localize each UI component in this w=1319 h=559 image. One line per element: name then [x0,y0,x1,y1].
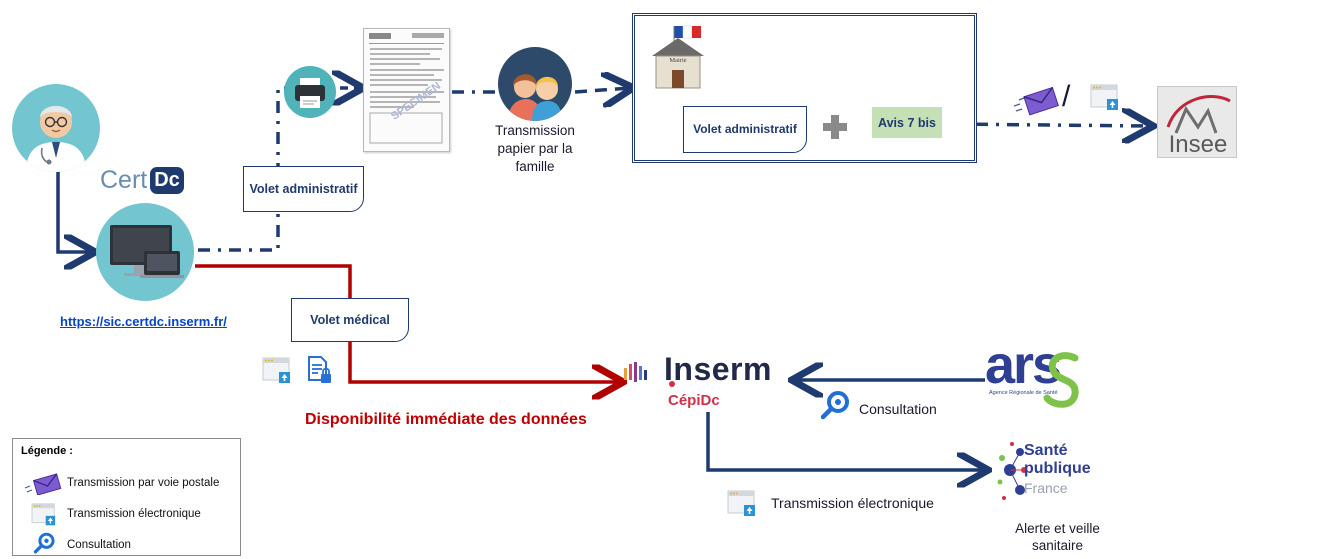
secure-document-icon [307,355,333,385]
availability-text: Disponibilité immédiate des données [305,411,587,428]
avis-7-bis-tag: Avis 7 bis [872,107,942,138]
ars-subtitle: Agence Régionale de Santé [989,390,1058,396]
legend-item-postal: Transmission par voie postale [67,477,220,489]
computer-icon [96,203,194,301]
volet-administratif-mairie-tag: Volet administratif [683,106,807,153]
plus-icon [822,114,848,140]
transmission-electronique-label: Transmission électronique [771,495,934,511]
death-certificate-form-image: SPECIMEN [363,28,450,152]
spf-line2: publique [1024,460,1091,477]
volet-administratif-tag: Volet administratif [243,166,364,212]
legend-item-electronic: Transmission électronique [67,508,201,520]
mairie-sign: Mairie [669,57,687,64]
legend-title: Légende : [21,445,73,457]
legend-item-consultation: Consultation [67,539,131,551]
doctor-avatar [12,84,100,172]
spf-line1: Santé [1024,442,1068,459]
mairie-building-icon: Mairie [648,24,708,90]
inserm-dot [669,381,675,387]
family-transmission-text: Transmission papier par la famille [495,123,575,174]
legend-box: Légende : Transmission par voie postale … [12,438,241,556]
family-icon [498,47,572,121]
alerte-text: Alerte et veille sanitaire [1015,521,1100,553]
upload-window-icon [31,503,57,527]
envelope-icon [23,473,63,496]
certdc-logo-dc: Dc [150,166,184,194]
insee-name: Insee [1168,131,1228,158]
spf-line3: France [1024,480,1068,496]
certdc-url-link[interactable]: https://sic.certdc.inserm.fr/ [60,314,227,329]
certdc-logo: Cert Dc [100,165,184,195]
volet-medical-tag: Volet médical [291,298,409,342]
certdc-logo-cert: Cert [100,165,148,194]
magnifier-icon [820,390,852,420]
upload-window-icon [262,357,292,385]
inserm-logo: Inserm CépiDc [622,350,798,416]
consultation-label: Consultation [859,401,937,417]
inserm-to-spf-line [706,412,985,470]
inserm-name: Inserm [664,351,772,387]
inserm-cepidc: CépiDc [668,392,720,409]
insee-logo: Insee [1157,86,1237,158]
avis-to-insee-line [944,124,1150,126]
family-to-mairie-line [574,88,630,92]
printer-icon [284,66,336,118]
magnifier-icon [33,532,57,554]
upload-window-icon [1090,84,1120,112]
upload-window-icon [727,490,757,518]
envelope-icon [1012,86,1060,116]
ars-logo: ars Agence Régionale de Santé [985,335,1085,414]
slash-separator: / [1062,80,1071,113]
spf-logo: Santé publique France [990,436,1110,508]
doctor-to-certdc-line [56,168,92,252]
